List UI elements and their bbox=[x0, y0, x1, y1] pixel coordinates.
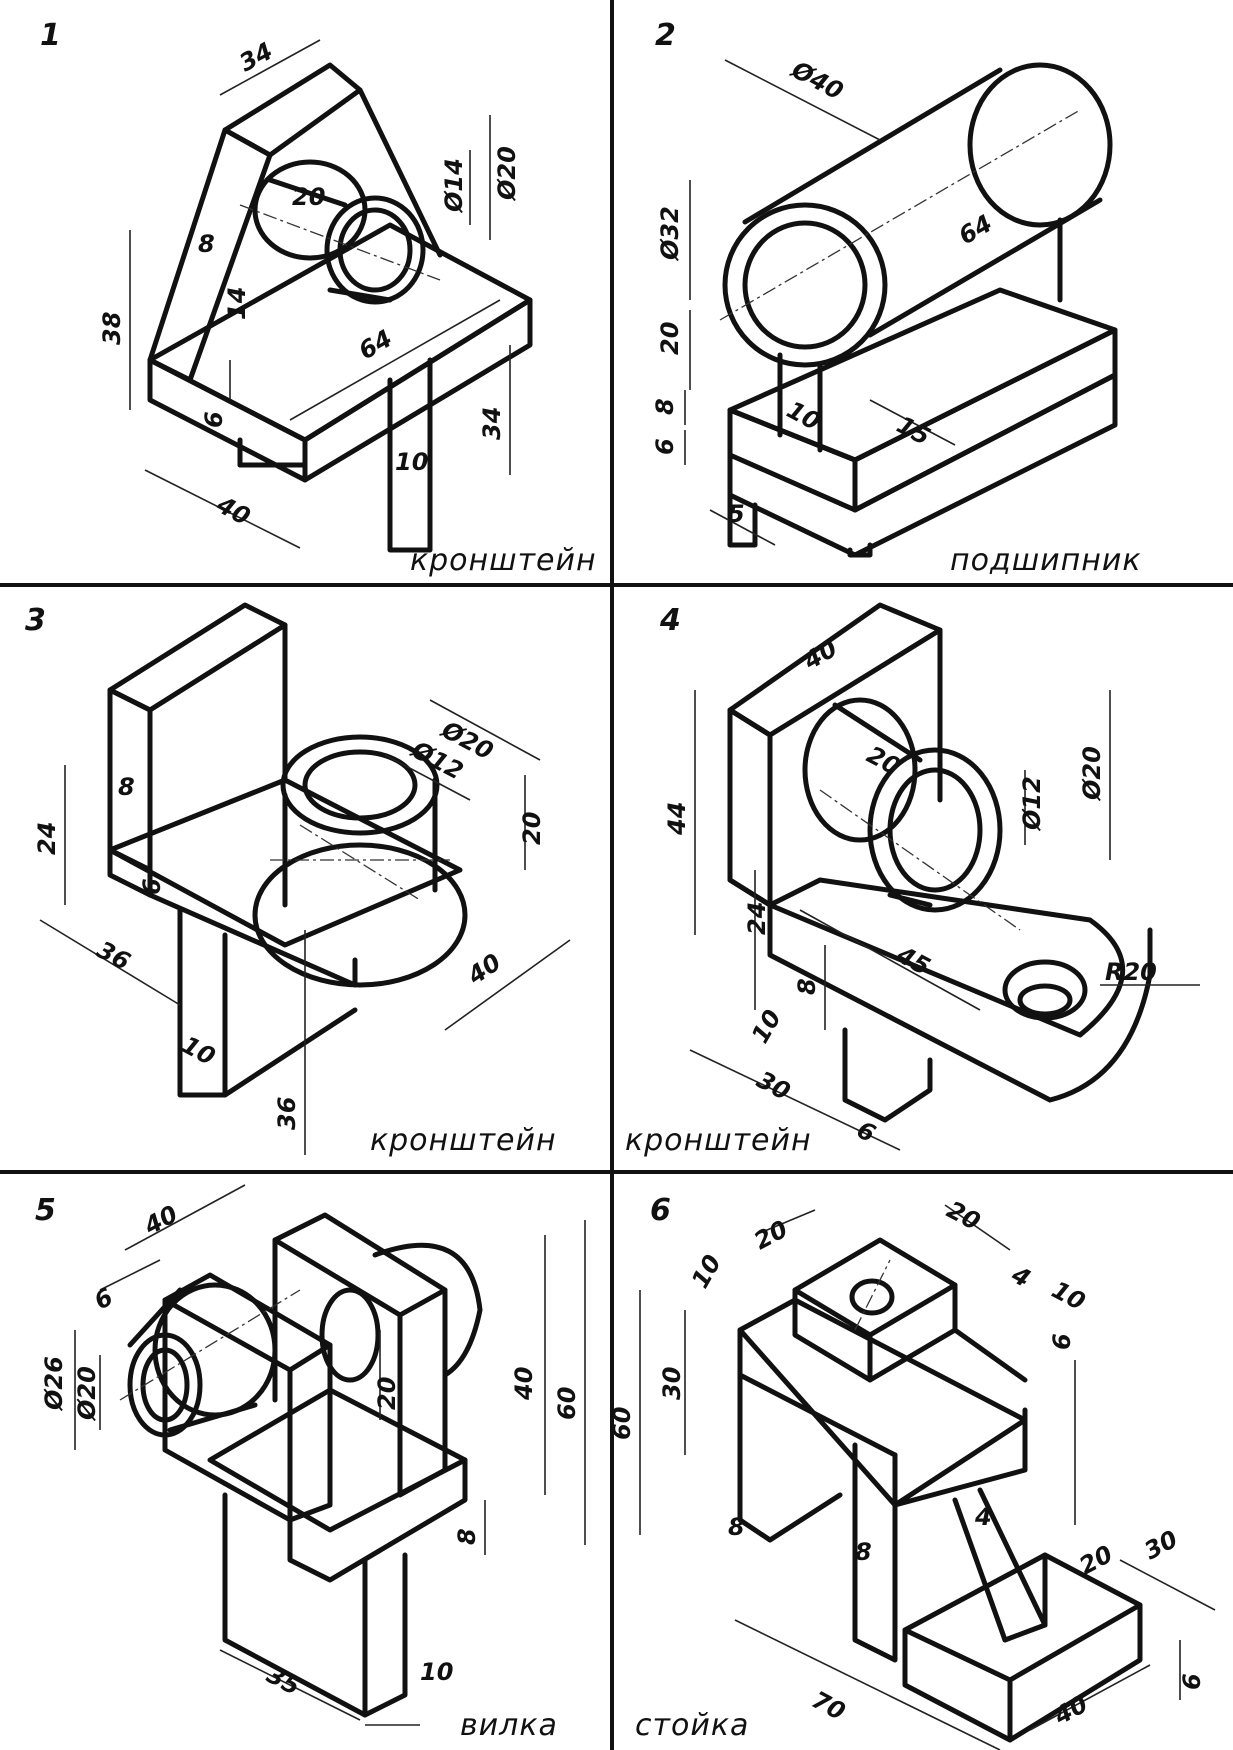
dimension-label: 10 bbox=[1047, 1276, 1090, 1316]
panel-number: 1 bbox=[40, 18, 61, 53]
dimension-label: Ø26 bbox=[40, 1356, 68, 1412]
dimension-label: 30 bbox=[752, 1066, 795, 1106]
dimension-label: Ø20 bbox=[493, 146, 521, 202]
dimension-label: 8 bbox=[651, 398, 679, 415]
dimension-label: 10 bbox=[746, 1005, 787, 1048]
dimension-label: 35 bbox=[262, 1661, 305, 1701]
dimension-label: 6 bbox=[138, 878, 166, 895]
dimension-label: 30 bbox=[1140, 1525, 1183, 1565]
dimension-label: 20 bbox=[292, 183, 325, 211]
dimension-label: 45 bbox=[891, 940, 935, 981]
panel-5: 5 bbox=[35, 1184, 586, 1743]
dimension-label: Ø12 bbox=[1018, 776, 1046, 832]
dimension-label: 40 bbox=[798, 634, 842, 675]
dimension-label: 60 bbox=[608, 1407, 636, 1440]
dimension-label: 36 bbox=[92, 936, 135, 976]
dimension-label: 5 bbox=[728, 500, 745, 528]
dimension-label: 30 bbox=[658, 1367, 686, 1400]
dimension-label: 10 bbox=[395, 448, 428, 476]
panel-number: 5 bbox=[35, 1193, 56, 1228]
dimension-label: 6 bbox=[90, 1283, 118, 1316]
panel-number: 6 bbox=[650, 1193, 671, 1228]
dimension-label: 4 bbox=[1006, 1260, 1035, 1293]
dimension-label: 40 bbox=[211, 490, 255, 531]
dimension-label: 20 bbox=[942, 1196, 985, 1236]
dimension-label: 60 bbox=[553, 1387, 581, 1420]
panel-1: 1 bbox=[40, 18, 597, 578]
dimension-label: 34 bbox=[478, 407, 506, 440]
dimension-label: 10 bbox=[686, 1250, 727, 1293]
dimension-label: 6 bbox=[1048, 1333, 1076, 1350]
dimension-label: Ø20 bbox=[1078, 746, 1106, 802]
dimension-label: Ø40 bbox=[785, 55, 847, 106]
dimension-label: 38 bbox=[98, 312, 126, 345]
part-drawing bbox=[684, 59, 1118, 558]
panel-3: 3 bbox=[25, 602, 571, 1158]
dimension-label: 6 bbox=[1178, 1673, 1206, 1690]
dimension-label: Ø14 bbox=[440, 158, 468, 214]
dimension-label: R20 bbox=[1105, 958, 1157, 986]
dimension-label: 6 bbox=[200, 411, 228, 428]
dimension-label: 24 bbox=[743, 902, 771, 935]
part-caption: кронштейн bbox=[410, 543, 597, 578]
dimension-label: 64 bbox=[354, 324, 397, 365]
dimension-label: 8 bbox=[728, 1513, 745, 1541]
dimension-label: 20 bbox=[373, 1377, 401, 1410]
dimension-label: 44 bbox=[663, 802, 691, 836]
dimension-label: 20 bbox=[750, 1215, 793, 1255]
dimension-label: 10 bbox=[420, 1658, 453, 1686]
dimension-label: 40 bbox=[462, 948, 506, 990]
part-drawing bbox=[129, 39, 533, 553]
panel-2: 2 bbox=[651, 18, 1142, 578]
dimension-label: 34 bbox=[235, 37, 278, 77]
panel-4: 4 bbox=[625, 602, 1200, 1158]
part-drawing bbox=[39, 602, 571, 1155]
part-caption: стойка bbox=[635, 1708, 749, 1743]
part-caption: вилка bbox=[460, 1708, 558, 1743]
dimension-label: 36 bbox=[273, 1097, 301, 1130]
dimension-label: 6 bbox=[651, 438, 679, 455]
dimension-label: 4 bbox=[974, 1503, 992, 1531]
dimension-label: 8 bbox=[453, 1528, 481, 1545]
dimension-label: 64 bbox=[954, 209, 997, 250]
dimension-label: 8 bbox=[198, 230, 215, 258]
panel-6: 6 bbox=[608, 1193, 1216, 1750]
panel-number: 3 bbox=[25, 603, 46, 638]
dimension-label: Ø20 bbox=[73, 1366, 101, 1422]
part-drawing bbox=[689, 602, 1200, 1151]
dimension-label: 8 bbox=[793, 978, 821, 995]
dimension-label: 24 bbox=[33, 822, 61, 855]
part-drawing bbox=[639, 1204, 1216, 1750]
dimension-label: 40 bbox=[510, 1367, 538, 1401]
dimension-label: 40 bbox=[139, 1200, 183, 1241]
dimension-label: 10 bbox=[177, 1031, 220, 1071]
part-caption: кронштейн bbox=[370, 1123, 557, 1158]
dimension-label: 8 bbox=[855, 1538, 872, 1566]
panel-number: 2 bbox=[655, 18, 676, 53]
dimension-label: 15 bbox=[892, 411, 935, 451]
part-drawing bbox=[74, 1184, 586, 1726]
dimension-label: 14 bbox=[223, 287, 251, 320]
part-caption: кронштейн bbox=[625, 1123, 812, 1158]
dimension-label: 8 bbox=[118, 773, 135, 801]
dimension-label: 20 bbox=[656, 322, 684, 355]
dimension-label: Ø32 bbox=[656, 206, 684, 262]
panel-number: 4 bbox=[659, 603, 681, 638]
dimension-label: 20 bbox=[518, 812, 546, 845]
dimension-label: 70 bbox=[807, 1686, 850, 1726]
dimension-label: 6 bbox=[852, 1116, 880, 1149]
part-caption: подшипник bbox=[950, 543, 1142, 578]
